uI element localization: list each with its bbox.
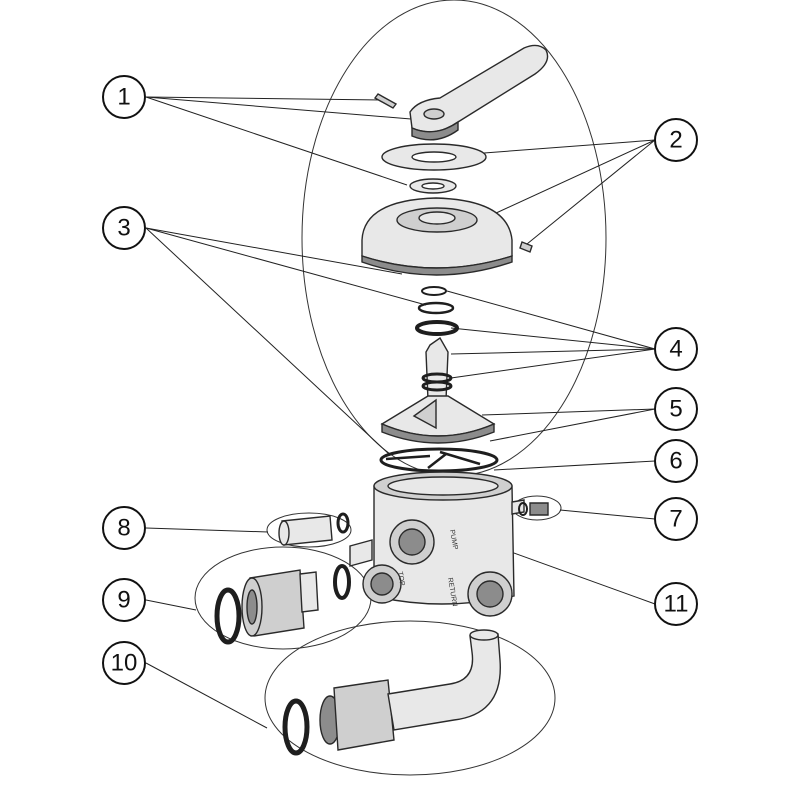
port-label-pump: PUMP — [448, 529, 458, 550]
port-label-top: TOP — [396, 571, 405, 587]
oring-3 — [415, 320, 459, 336]
callout-4-label: 4 — [669, 336, 682, 363]
callout-11-label: 11 — [664, 591, 689, 618]
drain-plug-oring — [336, 512, 350, 534]
elbow-union-ellipse — [264, 620, 556, 776]
pressure-fitting-part — [518, 502, 549, 516]
side-port — [349, 539, 373, 567]
rotor-disc-edge — [381, 422, 495, 444]
rotor-rib — [412, 398, 437, 430]
flat-gasket-hole — [411, 151, 457, 163]
handle-underside — [411, 120, 459, 141]
callout-2: 2 — [654, 118, 698, 162]
oring-2 — [417, 301, 455, 315]
front-port-inner — [398, 528, 426, 556]
leader-8 — [145, 527, 269, 533]
callout-11: 11 — [654, 582, 698, 626]
leader-4a — [446, 290, 656, 350]
union-nut-bore — [246, 589, 258, 625]
callout-8: 8 — [102, 506, 146, 550]
callout-7-label: 7 — [669, 506, 682, 533]
callout-3: 3 — [102, 206, 146, 250]
callout-4: 4 — [654, 327, 698, 371]
cover-rim — [361, 255, 513, 276]
elbow-pipe-mouth — [469, 629, 499, 641]
union-oring-large — [214, 587, 242, 645]
union-part — [214, 564, 351, 645]
fitting-body — [529, 502, 549, 516]
callout-5: 5 — [654, 387, 698, 431]
port-label-return: RETURN — [446, 577, 458, 607]
callout-7: 7 — [654, 497, 698, 541]
leader-7 — [559, 509, 656, 520]
right-port-inner — [476, 580, 504, 608]
elbow-union-nut — [333, 679, 395, 751]
callout-3-label: 3 — [117, 215, 130, 242]
oring-1 — [421, 286, 447, 296]
callout-5-label: 5 — [669, 396, 682, 423]
leader-4c — [450, 348, 656, 355]
callout-9-label: 9 — [117, 587, 130, 614]
leader-3a — [145, 227, 403, 275]
cover-part — [361, 143, 533, 276]
spider-gasket-part — [379, 447, 499, 473]
cover-screw — [519, 241, 533, 253]
cover-hub — [418, 211, 456, 225]
leader-3b — [145, 227, 427, 306]
elbow-union-part — [282, 629, 501, 756]
rotor-part — [380, 395, 496, 444]
callout-9: 9 — [102, 578, 146, 622]
callouts: 1 2 3 4 5 6 7 8 — [102, 75, 698, 685]
valve-body-opening — [387, 476, 499, 496]
leader-2b — [493, 139, 656, 215]
leader-lines — [145, 96, 656, 729]
handle-hole — [423, 108, 445, 120]
leader-1c — [145, 96, 408, 186]
fitting-oring — [518, 502, 528, 516]
drain-plug-part — [278, 512, 350, 546]
elbow-pipe — [387, 633, 501, 731]
drain-plug-ellipse — [266, 512, 352, 548]
leader-3c — [145, 227, 391, 456]
shaft-oring-b — [421, 380, 453, 392]
callout-2-label: 2 — [669, 127, 682, 154]
callout-1-label: 1 — [117, 84, 130, 111]
leader-4b — [450, 327, 656, 350]
callout-6: 6 — [654, 439, 698, 483]
callout-1: 1 — [102, 75, 146, 119]
leader-2c — [526, 139, 656, 245]
callout-6-label: 6 — [669, 448, 682, 475]
elbow-oring — [282, 698, 310, 756]
leader-6 — [493, 460, 656, 471]
leader-10 — [145, 662, 268, 729]
valve-body-part: PUMP RETURN TOP — [349, 471, 525, 617]
callout-8-label: 8 — [117, 515, 130, 542]
leader-5b — [489, 408, 656, 442]
spider-gasket-ring — [379, 447, 499, 473]
spider-gasket-ribs — [385, 450, 481, 469]
union-oring-small — [333, 564, 351, 600]
union-tail — [299, 571, 319, 613]
leader-5a — [481, 408, 656, 416]
leader-1b — [145, 96, 424, 121]
leader-4d — [450, 348, 656, 379]
handle-pin — [373, 93, 398, 109]
callout-10: 10 — [102, 641, 146, 685]
small-washer-hole — [421, 182, 445, 190]
drain-plug-end — [278, 520, 290, 546]
leader-9 — [145, 599, 197, 611]
orings-shaft-part — [415, 286, 459, 401]
leader-2a — [483, 139, 656, 154]
leader-1a — [145, 96, 386, 101]
left-port-inner — [370, 572, 394, 596]
callout-10-label: 10 — [111, 650, 138, 677]
handle-part — [373, 44, 549, 141]
